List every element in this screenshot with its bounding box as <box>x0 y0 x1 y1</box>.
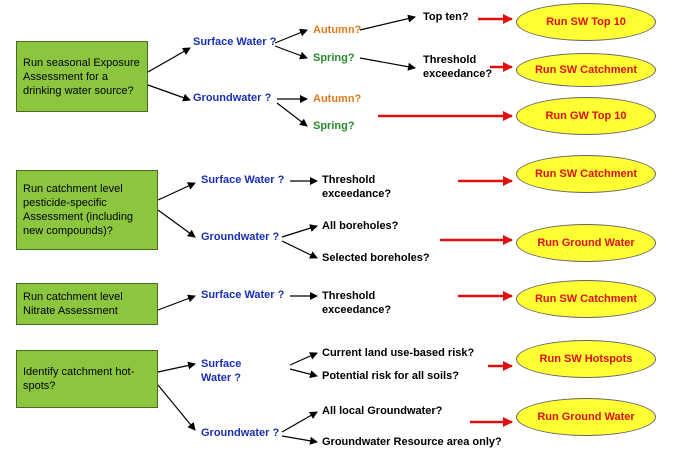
action-run-ground-water[interactable]: Run Ground Water <box>516 224 656 262</box>
label-groundwater-resource-area: Groundwater Resource area only? <box>322 436 502 448</box>
label-exceedance: exceedance? <box>322 188 392 200</box>
label-surface-water: Surface Water ? <box>193 36 277 48</box>
question-text: Run catchment level pesticide-specific A… <box>23 183 134 237</box>
action-run-gw-top10[interactable]: Run GW Top 10 <box>516 97 656 135</box>
label-threshold: Threshold <box>423 54 477 66</box>
label-selected-boreholes: Selected boreholes? <box>322 252 430 264</box>
label-current-land-use: Current land use-based risk? <box>322 347 475 359</box>
question-box-hotspots[interactable]: Identify catchment hot-spots? <box>16 350 158 408</box>
label-water: Water ? <box>201 372 241 384</box>
label-threshold: Threshold <box>322 290 376 302</box>
action-run-sw-hotspots[interactable]: Run SW Hotspots <box>516 340 656 378</box>
label-exceedance: exceedance? <box>423 68 493 80</box>
question-box-nitrate[interactable]: Run catchment level Nitrate Assessment <box>16 283 158 325</box>
label-top-ten: Top ten? <box>423 11 469 23</box>
label-threshold: Threshold <box>322 174 376 186</box>
label-exceedance: exceedance? <box>322 304 392 316</box>
label-groundwater: Groundwater ? <box>201 231 280 243</box>
label-all-local-groundwater: All local Groundwater? <box>322 405 443 417</box>
question-box-seasonal-exposure[interactable]: Run seasonal Exposure Assessment for a d… <box>16 41 148 112</box>
label-surface: Surface <box>201 358 242 370</box>
label-groundwater: Groundwater ? <box>201 427 280 439</box>
label-surface-water: Surface Water ? <box>201 289 285 301</box>
action-run-sw-catchment[interactable]: Run SW Catchment <box>516 155 656 193</box>
question-text: Run catchment level Nitrate Assessment <box>23 291 123 317</box>
label-potential-risk: Potential risk for all soils? <box>322 370 459 382</box>
action-run-sw-catchment[interactable]: Run SW Catchment <box>516 280 656 318</box>
action-run-ground-water[interactable]: Run Ground Water <box>516 398 656 436</box>
label-all-boreholes: All boreholes? <box>322 220 399 232</box>
label-autumn: Autumn? <box>313 93 362 105</box>
label-autumn: Autumn? <box>313 24 362 36</box>
label-groundwater: Groundwater ? <box>193 92 272 104</box>
action-run-sw-top10[interactable]: Run SW Top 10 <box>516 3 656 41</box>
action-run-sw-catchment[interactable]: Run SW Catchment <box>516 53 656 87</box>
question-box-pesticide[interactable]: Run catchment level pesticide-specific A… <box>16 170 158 250</box>
question-text: Run seasonal Exposure Assessment for a d… <box>23 56 140 97</box>
label-spring: Spring? <box>313 52 355 64</box>
question-text: Identify catchment hot-spots? <box>23 366 135 392</box>
label-spring: Spring? <box>313 120 355 132</box>
label-surface-water: Surface Water ? <box>201 174 285 186</box>
